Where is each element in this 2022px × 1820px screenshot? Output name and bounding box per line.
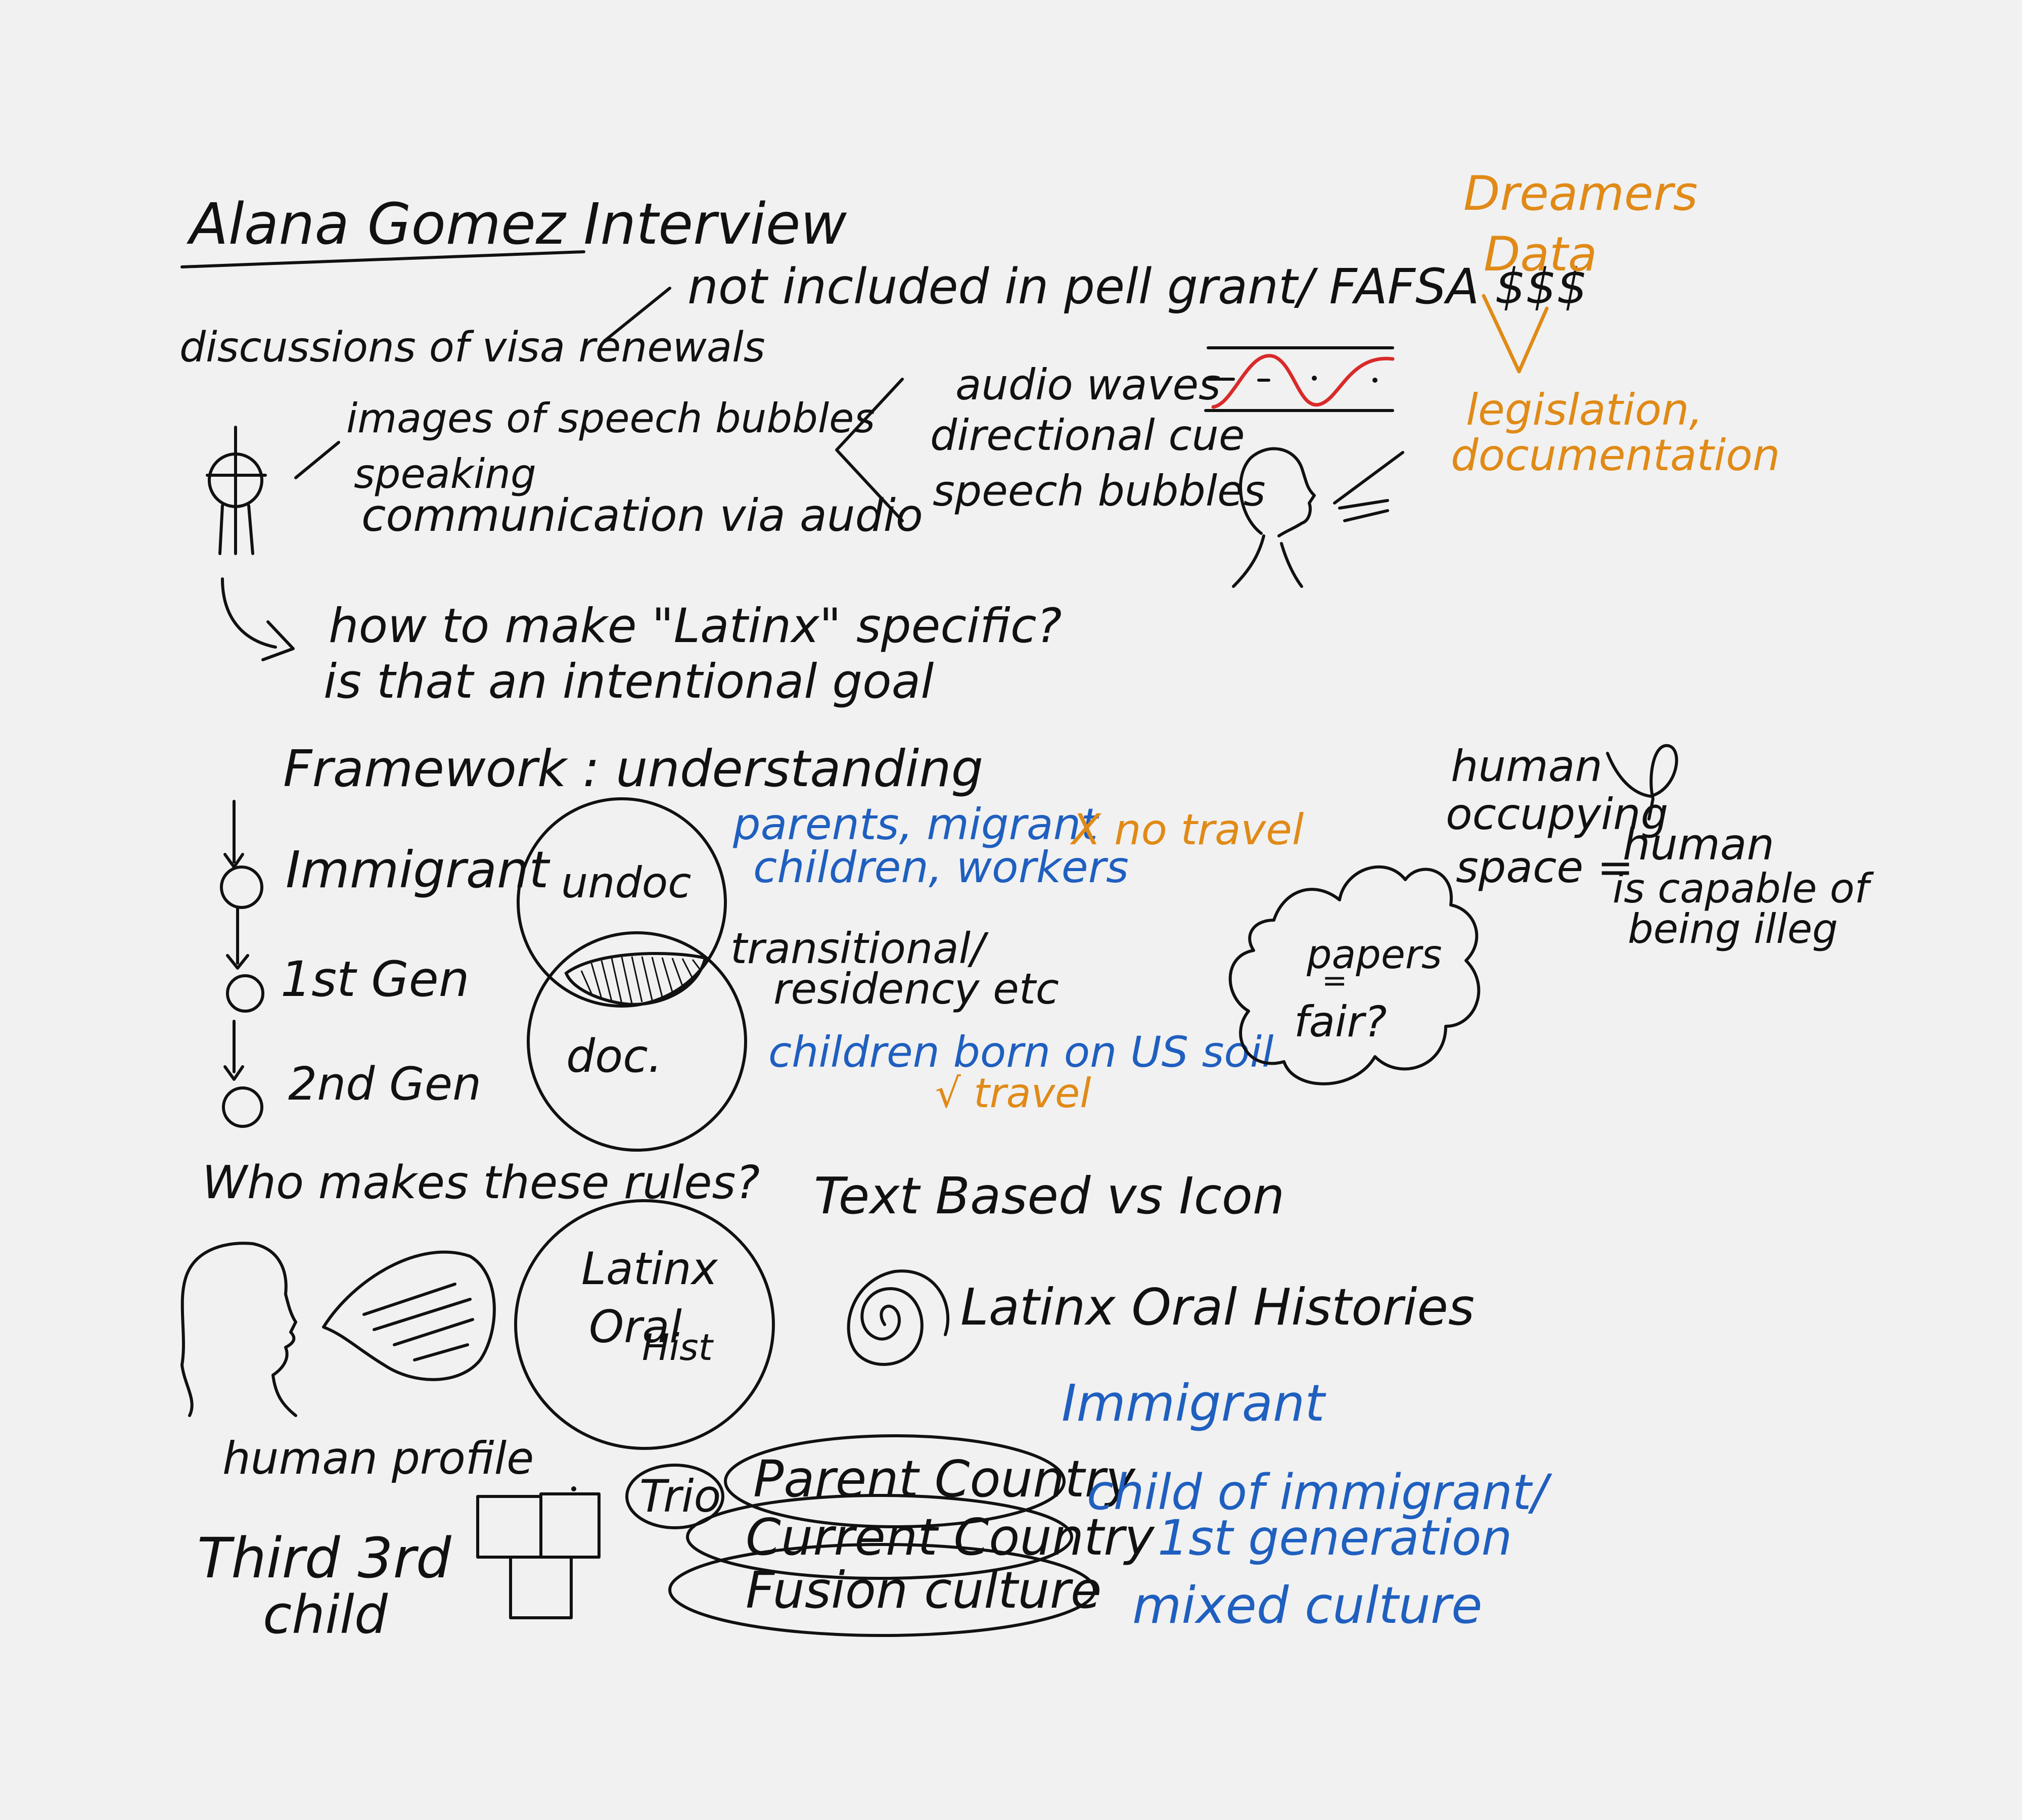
speech-note-line: speaking [354, 450, 536, 497]
framework-heading: Framework : understanding [283, 739, 983, 798]
generation-chain [220, 800, 264, 1128]
connector-line [603, 287, 671, 343]
dreamers-note: Dreamers [1463, 166, 1697, 221]
human-speaking-icon [1232, 447, 1404, 588]
human-capable-note: being illeg [1628, 905, 1838, 952]
legislation-note: legislation, [1466, 385, 1703, 435]
curved-arrow-icon [221, 577, 277, 649]
human-profile-icon [180, 1242, 496, 1417]
down-arrow-icon [1482, 294, 1549, 374]
human-space-note: space = [1456, 842, 1634, 893]
page-title: Alana Gomez Interview [187, 192, 847, 257]
trio-item-label: Current Country [746, 1508, 1155, 1567]
trio-label: Trio [639, 1470, 721, 1522]
intentional-goal-note: is that an intentional goal [324, 654, 934, 709]
trio-item-bubble [668, 1543, 1096, 1637]
speech-note-line: communication via audio [361, 489, 923, 541]
generation-label: 2nd Gen [288, 1058, 481, 1111]
circle-label: Latinx [581, 1243, 718, 1295]
title-group: Alana Gomez Interview [180, 192, 847, 268]
human-capable-note: human [1623, 820, 1774, 870]
bracket-mark [835, 378, 904, 522]
blue-list-item: child of immigrant/ [1087, 1464, 1552, 1521]
parents-migrant-note: parents, migrant [732, 799, 1099, 850]
text-vs-icon-heading: Text Based vs Icon [814, 1166, 1284, 1225]
human-space-note: occupying [1446, 789, 1668, 840]
generation-label: 1st Gen [281, 951, 470, 1008]
no-travel-note: X no travel [1070, 805, 1304, 854]
human-capable-note: is capable of [1613, 865, 1874, 912]
data-note: Data [1484, 227, 1597, 282]
globe-figure-icon [206, 426, 267, 555]
speech-note-line: images of speech bubbles [346, 395, 875, 442]
spiral-icon [847, 1269, 950, 1366]
children-born-note: children born on US soil [768, 1027, 1273, 1077]
trio-item-label: Fusion culture [746, 1561, 1101, 1620]
title-underline [180, 250, 585, 268]
circle-label: Hist [642, 1326, 714, 1369]
blue-list-item: Immigrant [1062, 1374, 1326, 1433]
pell-note: not included in pell grant/ FAFSA $$$ [687, 258, 1587, 315]
generation-label: Immigrant [286, 840, 550, 899]
audio-note-line: speech bubbles [933, 466, 1266, 516]
third-child-note: Third 3rd [197, 1526, 452, 1590]
transitional-note: transitional/ [730, 924, 989, 973]
latinx-circle-shape [514, 1199, 775, 1450]
arrow-head-icon [261, 620, 295, 661]
blue-list-item: 1st generation [1158, 1510, 1512, 1566]
audio-note-line: directional cue [930, 411, 1245, 460]
circle-label: Oral [589, 1301, 682, 1353]
papers-note: papers [1306, 932, 1442, 978]
trio-bubble [625, 1464, 724, 1529]
venn-label-undoc: undoc [561, 858, 691, 907]
venn-diagram [517, 797, 747, 1152]
latinx-question: how to make "Latinx" specific? [329, 599, 1062, 654]
stacked-boxes-icon [476, 1486, 601, 1619]
audio-note-line: audio waves [955, 360, 1221, 410]
human-space-note: human [1451, 741, 1602, 792]
connector-line [294, 441, 340, 479]
rules-question: Who makes these rules? [202, 1156, 760, 1209]
human-profile-label: human profile [222, 1432, 534, 1484]
loop-mark-icon [1606, 744, 1678, 821]
trio-item-bubble [724, 1434, 1066, 1528]
blue-list-item: mixed culture [1132, 1576, 1483, 1635]
papers-note: = [1322, 963, 1347, 998]
transitional-note: residency etc [773, 964, 1059, 1014]
audio-wave-icon [1204, 346, 1395, 412]
travel-check-note: √ travel [935, 1070, 1091, 1117]
third-child-note: child [263, 1584, 388, 1646]
parents-migrant-note: children, workers [753, 842, 1129, 893]
visa-note: discussions of visa renewals [179, 324, 765, 372]
documentation-note: documentation [1451, 430, 1780, 481]
papers-note: fair? [1294, 997, 1387, 1046]
papers-cloud-shape [1228, 865, 1481, 1085]
venn-label-doc: doc. [566, 1030, 662, 1083]
oral-histories-label: Latinx Oral Histories [960, 1278, 1475, 1337]
trio-item-bubble [686, 1494, 1073, 1580]
